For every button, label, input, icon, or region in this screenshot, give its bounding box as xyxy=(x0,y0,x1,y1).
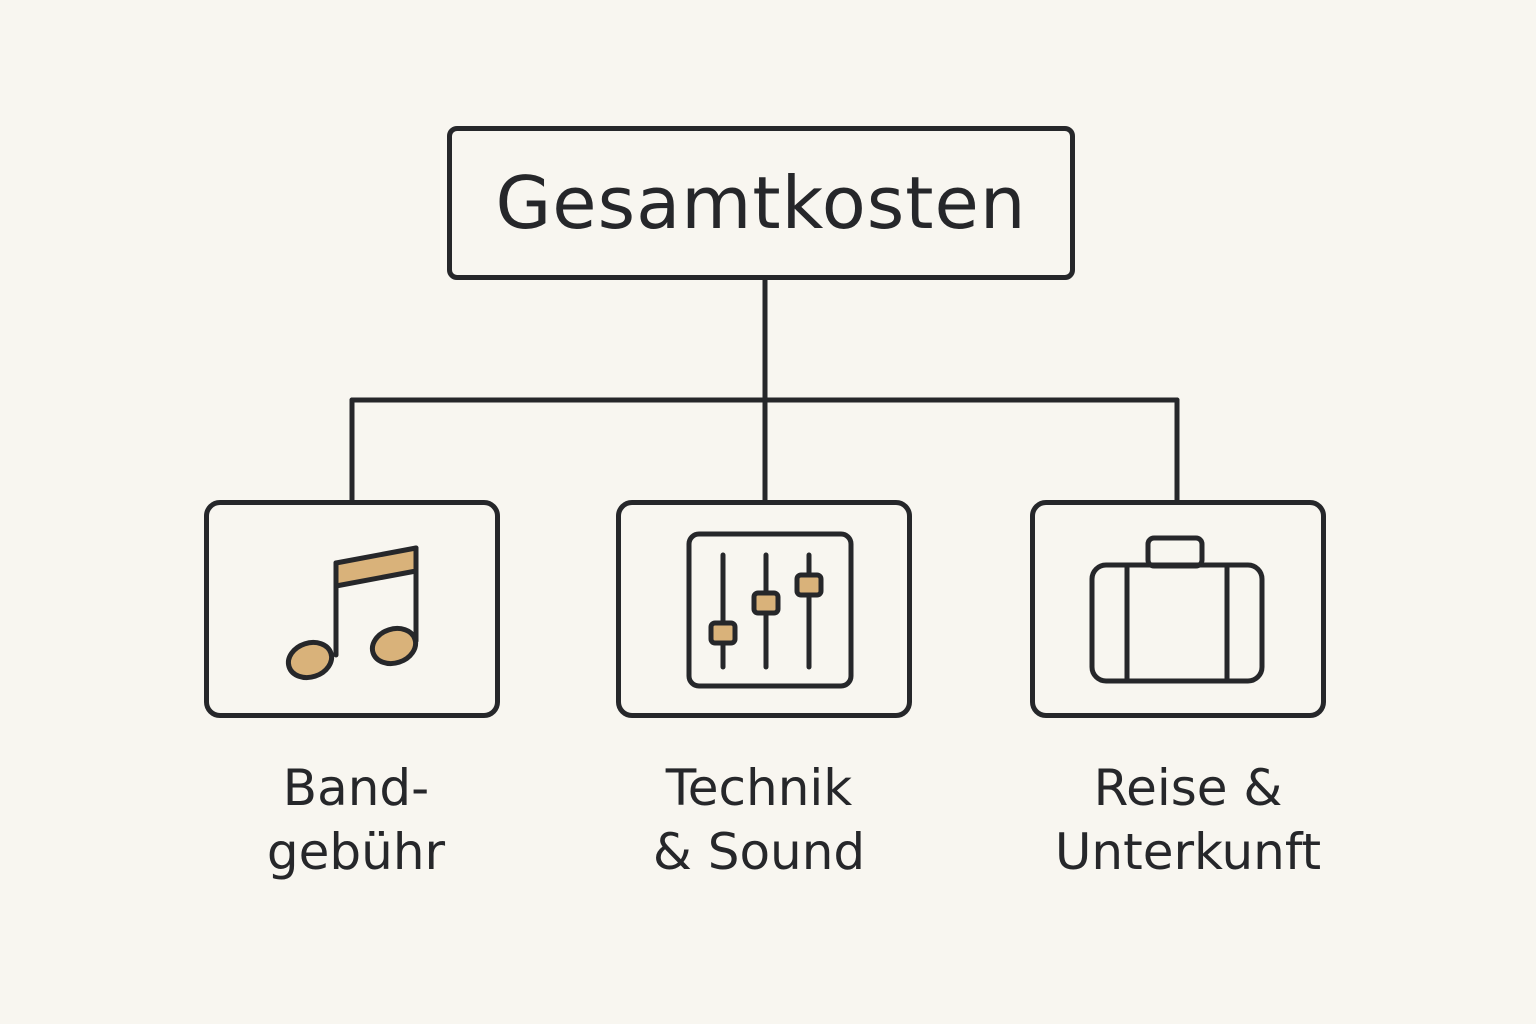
node-reise-unterkunft-label: Reise & Unterkunft xyxy=(1008,756,1368,884)
mixer-faders-icon xyxy=(686,531,854,689)
node-band-fee-box xyxy=(204,500,500,718)
node-reise-unterkunft-label-line2: Unterkunft xyxy=(1054,823,1322,881)
node-technik-sound-box xyxy=(616,500,912,718)
node-reise-unterkunft-label-line1: Reise & xyxy=(1093,759,1283,817)
node-band-fee-label-line2: gebühr xyxy=(266,823,446,881)
node-band-fee-label: Band- gebühr xyxy=(176,756,536,884)
suitcase-icon xyxy=(1089,535,1265,684)
node-technik-sound-label-line1: Technik xyxy=(665,759,853,817)
root-node-label: Gesamtkosten xyxy=(495,161,1027,245)
node-reise-unterkunft-box xyxy=(1030,500,1326,718)
node-technik-sound-label: Technik & Sound xyxy=(579,756,939,884)
music-note-icon xyxy=(285,545,419,681)
root-node-box: Gesamtkosten xyxy=(447,126,1075,280)
node-band-fee-label-line1: Band- xyxy=(282,759,430,817)
node-technik-sound-label-line2: & Sound xyxy=(652,823,866,881)
